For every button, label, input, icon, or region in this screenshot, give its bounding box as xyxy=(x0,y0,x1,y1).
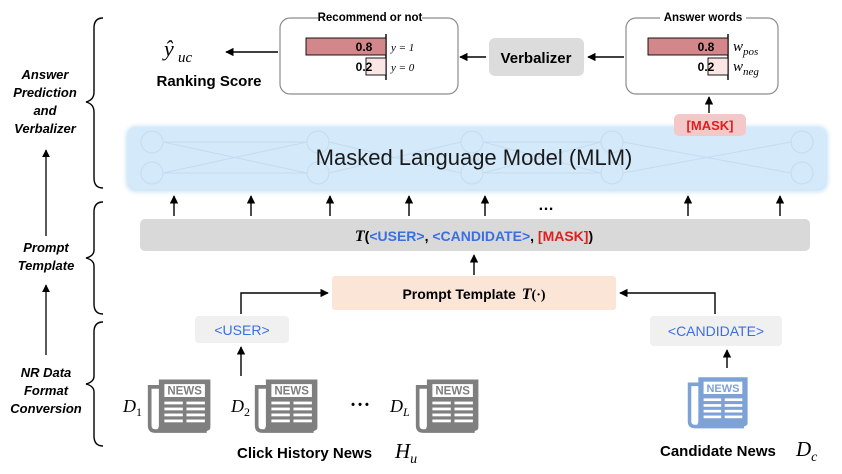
stage-brace-bottom xyxy=(85,321,104,447)
news-icon-candidate: NEWS xyxy=(687,377,748,429)
doc-label-2: D2 xyxy=(230,396,250,419)
svg-text:Template: Template xyxy=(18,258,75,273)
svg-text:Conversion: Conversion xyxy=(10,401,82,416)
svg-text:Prediction: Prediction xyxy=(13,85,77,100)
history-caption: Click History News Hu xyxy=(237,439,417,467)
stage-brace-middle xyxy=(85,201,104,315)
recommend-bar-0 xyxy=(305,37,387,56)
template-row: T(<USER>, <CANDIDATE>, [MASK]) xyxy=(140,219,810,251)
template-mask-token: [MASK] xyxy=(538,228,589,244)
user-tag: <USER> xyxy=(195,316,289,343)
answer-bar-tag-1: wneg xyxy=(733,59,759,78)
svg-text:and: and xyxy=(33,103,57,118)
svg-text:Verbalizer: Verbalizer xyxy=(501,50,572,67)
template-candidate-token: <CANDIDATE> xyxy=(432,228,530,244)
doc-label-1: D1 xyxy=(122,396,142,419)
answer-bar-label-1: 0.2 xyxy=(698,60,715,74)
recommend-title: Recommend or not xyxy=(318,12,423,24)
svg-text:Candidate News: Candidate News xyxy=(660,443,776,460)
recommend-bar-label-1: 0.2 xyxy=(356,60,373,74)
doc-label-L: DL xyxy=(389,396,410,419)
svg-text:Format: Format xyxy=(24,383,69,398)
svg-text:Prompt: Prompt xyxy=(23,240,69,255)
news-icon-history-2: NEWS xyxy=(254,379,318,433)
recommend-box: Recommend or not 0.8 y = 1 0.2 y = 0 xyxy=(279,11,459,95)
mask-output-token: [MASK] xyxy=(674,114,746,136)
stage-label-prompt-template: Prompt Template xyxy=(18,240,75,273)
svg-text:ŷ: ŷ xyxy=(162,36,174,61)
answer-bar-label-0: 0.8 xyxy=(698,40,715,54)
recommend-bar-tag-0: y = 1 xyxy=(390,42,414,54)
arrow-candidate-to-prompt xyxy=(619,288,716,314)
news-icon-history-1: NEWS xyxy=(147,379,211,433)
history-dots: • • • xyxy=(351,399,369,411)
mlm-label: Masked Language Model (MLM) xyxy=(316,145,633,170)
stage-brace-top xyxy=(85,17,104,189)
history-doc-labels: D1 D2 DL xyxy=(122,396,410,419)
svg-text:T(<USER>, <CANDIDATE>, [MASK]): T(<USER>, <CANDIDATE>, [MASK]) xyxy=(355,228,593,245)
svg-text:[MASK]: [MASK] xyxy=(687,118,734,133)
input-ellipsis: … xyxy=(538,197,554,214)
answer-bar-0 xyxy=(647,37,729,56)
news-icon-history-L: NEWS xyxy=(415,379,479,433)
input-arrows xyxy=(169,195,785,216)
svg-text:NR Data: NR Data xyxy=(21,365,72,380)
template-user-token: <USER> xyxy=(369,228,424,244)
candidate-tag: <CANDIDATE> xyxy=(650,316,782,346)
ranking-score-label: Ranking Score xyxy=(156,73,261,90)
stage-label-data-conversion: NR Data Format Conversion xyxy=(10,365,82,416)
ranking-score-symbol: ŷ uc xyxy=(162,36,193,66)
recommend-bar-1 xyxy=(365,57,387,76)
svg-text:<CANDIDATE>: <CANDIDATE> xyxy=(668,323,764,339)
svg-text:NEWS: NEWS xyxy=(435,386,470,398)
svg-text:<USER>: <USER> xyxy=(214,322,269,338)
template-func: T xyxy=(355,228,366,245)
answer-words-box: Answer words 0.8 wpos 0.2 wneg xyxy=(625,11,779,95)
svg-text:Answer: Answer xyxy=(21,67,70,82)
svg-text:NEWS: NEWS xyxy=(274,386,309,398)
svg-text:Dc: Dc xyxy=(795,437,818,465)
stage-label-answer-prediction: Answer Prediction and Verbalizer xyxy=(13,67,77,136)
recommend-bar-label-0: 0.8 xyxy=(356,40,373,54)
mlm-ellipsis: • • • xyxy=(464,155,481,166)
recommend-bar-tag-1: y = 0 xyxy=(390,62,415,74)
svg-text:uc: uc xyxy=(178,50,193,66)
svg-text:Click History News: Click History News xyxy=(237,445,372,462)
mlm-block: • • • Masked Language Model (MLM) xyxy=(126,126,828,192)
answer-words-title: Answer words xyxy=(664,12,743,24)
candidate-caption: Candidate News Dc xyxy=(660,437,818,465)
verbalizer-box: Verbalizer xyxy=(489,38,584,76)
svg-text:Hu: Hu xyxy=(394,439,417,467)
svg-text:NEWS: NEWS xyxy=(706,383,739,395)
svg-text:NEWS: NEWS xyxy=(167,386,202,398)
answer-bar-tag-0: wpos xyxy=(733,39,758,58)
svg-text:Verbalizer: Verbalizer xyxy=(14,121,77,136)
arrow-user-to-prompt xyxy=(240,288,329,314)
answer-bar-1 xyxy=(707,57,729,76)
